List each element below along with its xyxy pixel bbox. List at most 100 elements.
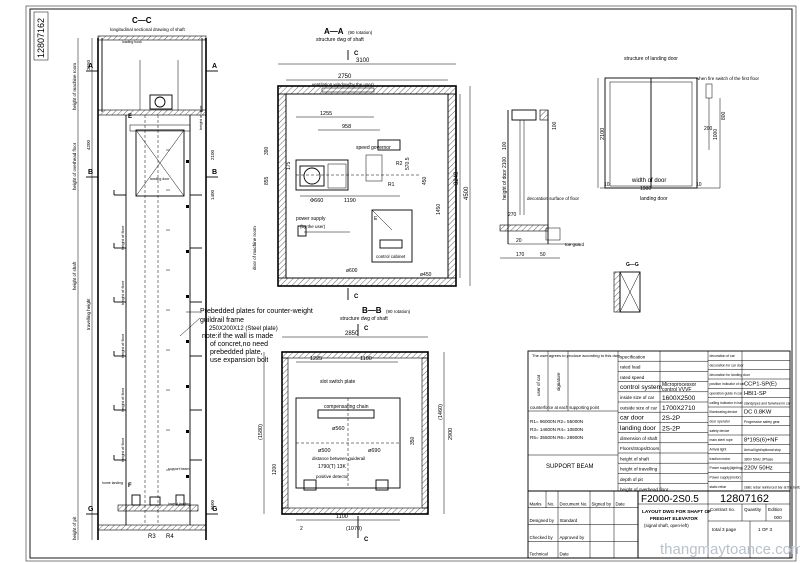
layout-title-1: LAYOUT DWG FOR SHAFT OF (642, 509, 711, 515)
svg-text:E: E (374, 216, 378, 222)
user-of-car-text: user of car (536, 374, 541, 396)
svg-text:2900: 2900 (448, 428, 454, 440)
svg-text:1400: 1400 (210, 189, 215, 200)
svg-text:use expansion bolt: use expansion bolt (210, 357, 268, 364)
spec-right-label: decoration of car (710, 354, 736, 358)
spec-label: specification (620, 354, 646, 359)
spec-right-label: traction motor (710, 457, 732, 461)
svg-text:R2: R2 (396, 161, 403, 167)
svg-text:958: 958 (342, 124, 351, 130)
svg-text:(90 rotation): (90 rotation) (386, 309, 411, 314)
svg-text:1450: 1450 (436, 204, 442, 215)
svg-text:note:if the wall is made: note:if the wall is made (202, 333, 273, 340)
svg-text:10: 10 (696, 182, 702, 188)
svg-text:decoration surface of floor: decoration surface of floor (527, 196, 580, 201)
spec-value: 2S-2P (662, 415, 680, 422)
svg-text:G: G (88, 506, 94, 513)
svg-text:3240: 3240 (454, 171, 460, 185)
svg-text:height of floor: height of floor (120, 333, 125, 358)
spec-right-value: CCP1-SP(E) (744, 382, 777, 388)
svg-text:ø450: ø450 (420, 272, 432, 278)
svg-text:loading hook: loading hook (122, 40, 142, 44)
spec-right-label: main steel rope (710, 438, 733, 442)
spec-right-label: decoration for car door (710, 364, 745, 368)
svg-text:390: 390 (264, 146, 270, 155)
svg-text:100: 100 (552, 121, 558, 130)
title-cell: Signed by (592, 501, 612, 506)
spec-right-value: DC 0.8KW (744, 410, 772, 416)
svg-text:1225: 1225 (310, 356, 322, 362)
spec-value: 1700X2710 (662, 405, 696, 412)
section-cc-title: C—C (132, 16, 152, 25)
page-of: 1 OF 3 (758, 527, 772, 532)
svg-text:control cabinet: control cabinet (376, 254, 406, 259)
svg-text:450: 450 (422, 176, 428, 185)
drawing-number-box (33, 11, 49, 61)
svg-text:ø600: ø600 (346, 268, 358, 274)
edition-value: 000 (774, 515, 782, 520)
svg-text:(1580): (1580) (258, 424, 264, 440)
spec-label: rated speed (620, 375, 645, 380)
svg-text:B: B (88, 169, 93, 176)
svg-text:Prebedded plates for counter-w: Prebedded plates for counter-weight (200, 308, 313, 315)
svg-text:width of door: width of door (631, 178, 666, 184)
spec-label: depth of pit (620, 477, 643, 482)
svg-text:structure dwg of shaft: structure dwg of shaft (316, 37, 364, 43)
svg-text:100: 100 (502, 141, 508, 150)
svg-text:2100: 2100 (210, 149, 215, 160)
svg-text:ø560: ø560 (332, 426, 345, 432)
svg-text:distance between guiderail: distance between guiderail (312, 456, 365, 461)
spec-table: The user agrees to produce according to … (527, 350, 800, 492)
sheet-border (29, 8, 793, 559)
svg-text:570.5: 570.5 (405, 157, 411, 170)
title-cell: Marks (530, 501, 543, 506)
svg-text:B—B: B—B (362, 306, 382, 315)
spec-right-value: 220V 50Hz (744, 466, 773, 472)
svg-text:power supply: power supply (296, 216, 326, 222)
edition-label: Edition (768, 507, 782, 512)
svg-text:toe guard: toe guard (565, 242, 585, 247)
svg-text:of concret,no need: of concret,no need (210, 341, 268, 348)
svg-text:10: 10 (604, 182, 610, 188)
svg-text:4200: 4200 (86, 139, 91, 150)
reaction-r3: R5= 35500N R6= 28900N (530, 435, 583, 440)
svg-text:height of floor: height of floor (120, 225, 125, 250)
title-cell: Date (560, 552, 570, 557)
spec-right-label: door operator (710, 420, 731, 424)
spec-right-value: Arrival light/optional stop (744, 448, 781, 452)
spec-label: height of travelling (620, 467, 658, 472)
svg-text:1200: 1200 (272, 464, 278, 475)
svg-text:2850: 2850 (345, 331, 359, 337)
section-cc: C—C longitudinal sectional drawing of sh… (72, 16, 218, 540)
svg-text:200: 200 (704, 126, 713, 132)
svg-text:structure of landing door: structure of landing door (624, 56, 678, 62)
svg-text:C: C (354, 51, 359, 57)
quantity-label: Quantity (744, 507, 762, 512)
svg-text:landing door: landing door (640, 196, 668, 202)
spec-right-label: illuminating device (710, 410, 738, 414)
spec-label: height of shaft (620, 456, 650, 461)
svg-text:4500: 4500 (464, 186, 470, 200)
svg-text:170: 170 (516, 252, 525, 258)
reaction-r2: R3= 14600N R4= 10800N (530, 427, 583, 432)
svg-text:A: A (212, 63, 217, 70)
section-gg: G—G (613, 262, 641, 313)
svg-text:250X200X12 (Steel plate): 250X200X12 (Steel plate) (209, 326, 278, 332)
spec-right-label: decoration for landing door (710, 373, 751, 377)
beam-note-text: counterforce at each supporting point (530, 405, 600, 410)
spec-right-label: Power supply(lighting) (710, 466, 743, 470)
user-agrees-text: The user agrees to produce according to … (532, 353, 620, 358)
total-pages: total 3 page (712, 527, 736, 532)
spec-right-value: standpipes and fanwheel in car (744, 401, 792, 405)
svg-text:1100: 1100 (360, 356, 372, 362)
svg-text:speed governor: speed governor (356, 145, 391, 151)
spec-right-label: static rebar (710, 485, 728, 489)
reaction-r1: R1= 96000N R2= 55000N (530, 419, 583, 424)
spec-label: Floors/Stops/Doors (620, 446, 660, 451)
svg-text:1100: 1100 (336, 514, 348, 520)
signature-text: signature (556, 372, 561, 391)
spec-value: control VVVF (662, 387, 691, 393)
title-cell: Approved by (560, 535, 585, 540)
svg-text:positive detector: positive detector (316, 474, 349, 479)
